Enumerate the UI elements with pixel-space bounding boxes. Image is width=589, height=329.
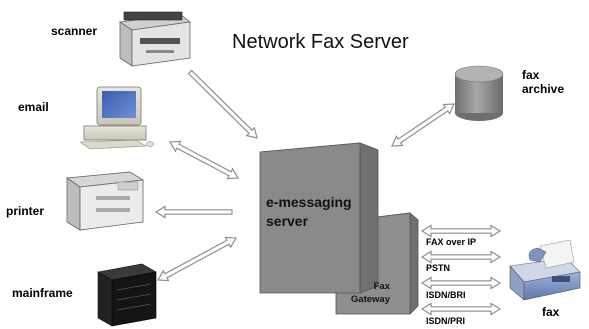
e-messaging-server-box bbox=[259, 142, 379, 294]
email-computer-image bbox=[79, 86, 155, 150]
link-label-isdn-pri: ISDN/PRI bbox=[426, 316, 466, 326]
arrow-pstn bbox=[420, 250, 502, 264]
fax-archive-cylinder bbox=[454, 65, 504, 121]
connection-arrows bbox=[154, 69, 502, 316]
printer-label: printer bbox=[6, 204, 45, 218]
server-label: e-messaging server bbox=[266, 194, 352, 229]
fax-label: fax bbox=[542, 305, 560, 319]
diagram-title: Network Fax Server bbox=[232, 31, 409, 53]
link-label-isdn-bri: ISDN/BRI bbox=[426, 290, 466, 300]
arrow-isdn-bri bbox=[420, 276, 502, 290]
arrow-isdn-pri bbox=[420, 302, 502, 316]
link-label-fax-over-ip: FAX over IP bbox=[426, 237, 477, 247]
link-label-pstn: PSTN bbox=[426, 263, 451, 273]
mainframe-image bbox=[97, 263, 157, 327]
arrow-server-to-printer bbox=[154, 205, 233, 219]
fax-archive-label: fax archive bbox=[522, 68, 565, 96]
fax-machine-image bbox=[509, 239, 581, 301]
arrow-server-archive bbox=[391, 103, 455, 147]
mainframe-label: mainframe bbox=[12, 286, 73, 300]
gateway-label: Fax Gateway bbox=[350, 281, 390, 305]
arrow-mainframe-server bbox=[156, 236, 238, 282]
scanner-image bbox=[118, 11, 191, 67]
arrow-scanner-to-server bbox=[187, 69, 258, 139]
arrow-fax-over-ip bbox=[420, 224, 502, 238]
printer-image bbox=[65, 171, 145, 231]
email-label: email bbox=[18, 100, 49, 114]
scanner-label: scanner bbox=[51, 24, 98, 38]
arrow-email-server bbox=[168, 140, 240, 180]
